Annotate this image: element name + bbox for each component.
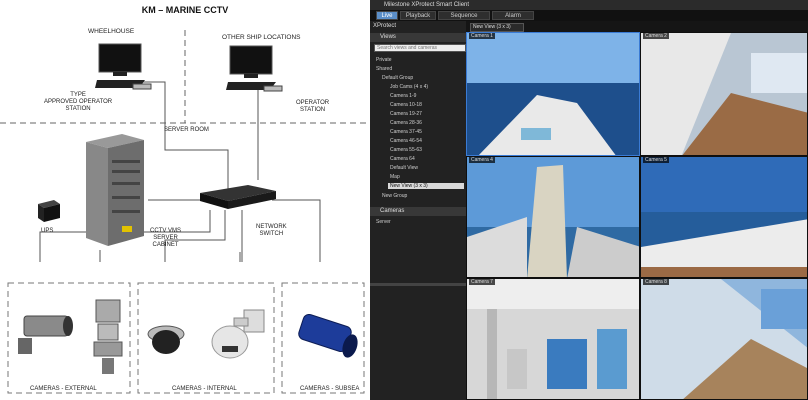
cameras-external-label: CAMERAS - EXTERNAL [30, 386, 97, 392]
tab-live[interactable]: Live [376, 11, 398, 20]
tree-item-view[interactable]: Camera 19-27 [390, 111, 422, 117]
tree-item-view[interactable]: Camera 1-9 [390, 93, 417, 99]
tree-item-view[interactable]: Camera 10-18 [390, 102, 422, 108]
diagram-lines [0, 30, 370, 394]
tree-item-shared[interactable]: Shared [376, 66, 393, 72]
wheelhouse-label: WHEELHOUSE [88, 28, 135, 35]
camera-tile[interactable]: Camera 1 [466, 32, 640, 156]
window-title: Milestone XProtect Smart Client [370, 0, 808, 10]
type-approved-label: TYPE APPROVED OPERATOR STATION [44, 92, 113, 112]
tree-item-view[interactable]: Default View [390, 165, 418, 171]
ups-icon [38, 200, 60, 222]
camera-2-feed [641, 33, 807, 155]
search-input[interactable] [374, 44, 466, 52]
tree-item-view[interactable]: Camera 46-54 [390, 138, 422, 144]
view-selector[interactable]: New View (3 x 3) [470, 23, 524, 32]
server-cabinet-label: CCTV VMS SERVER CABINET [150, 228, 182, 248]
operator-station-icon [226, 45, 283, 92]
ptz-camera-icon [93, 299, 123, 374]
other-ship-label: OTHER SHIP LOCATIONS [222, 34, 301, 41]
cameras-internal-label: CAMERAS - INTERNAL [172, 386, 237, 392]
operator-station-icon [95, 43, 152, 90]
camera-label: Camera 1 [469, 33, 495, 39]
camera-1-feed [467, 33, 639, 155]
camera-tile[interactable]: Camera 7 [466, 278, 640, 400]
tab-bar: Live Playback Sequence Explorer Alarm Ma… [370, 10, 808, 28]
splitter[interactable] [370, 283, 466, 286]
cameras-subsea-label: CAMERAS - SUBSEA [300, 386, 360, 392]
bullet-camera-icon [18, 315, 73, 354]
diagram-title: KM – MARINE CCTV [141, 5, 229, 15]
camera-tile[interactable]: Camera 4 [466, 156, 640, 278]
camera-7-feed [467, 279, 639, 399]
camera-label: Camera 4 [469, 157, 495, 163]
dome-camera-icon [147, 325, 185, 354]
tab-playback[interactable]: Playback [400, 11, 436, 20]
tree-item-view[interactable]: Camera 55-63 [390, 147, 422, 153]
camera-label: Camera 8 [643, 279, 669, 285]
tree-item-view[interactable]: Map [390, 174, 400, 180]
server-cabinet-icon [86, 134, 144, 246]
view-toolbar: New View (3 x 3) [466, 21, 808, 32]
tree-item-view[interactable]: Camera 37-45 [390, 129, 422, 135]
tree-item-server[interactable]: Server [376, 219, 391, 225]
sidebar-title: XProtect [373, 23, 397, 29]
ups-label: UPS [41, 228, 54, 234]
camera-label: Camera 5 [643, 157, 669, 163]
operator-station-label: OPERATOR STATION [296, 100, 330, 113]
ptz-dome-camera-icon [211, 309, 265, 359]
views-header[interactable]: Views [370, 33, 466, 42]
network-switch-icon [200, 185, 276, 209]
network-switch-label: NETWORK SWITCH [256, 224, 287, 237]
server-room-label: SERVER ROOM [164, 127, 209, 133]
camera-tile[interactable]: Camera 5 [640, 156, 808, 278]
tree-item-private[interactable]: Private [376, 57, 392, 63]
camera-tile[interactable]: Camera 8 [640, 278, 808, 400]
camera-label: Camera 2 [643, 33, 669, 39]
tree-item-view[interactable]: Job Cams (4 x 4) [390, 84, 429, 90]
tree-item-view[interactable]: Camera 64 [390, 156, 415, 162]
tree-item-new-group[interactable]: New Group [382, 193, 408, 199]
tab-sequence-explorer[interactable]: Sequence Explorer [438, 11, 490, 28]
tab-alarm-manager[interactable]: Alarm Manager [492, 11, 534, 28]
tree-item-view[interactable]: Camera 28-36 [390, 120, 422, 126]
views-sidebar: XProtect Views Private Shared Default Gr… [370, 21, 466, 400]
camera-8-feed [641, 279, 807, 399]
camera-tile[interactable]: Camera 2 [640, 32, 808, 156]
cameras-header[interactable]: Cameras [370, 207, 466, 216]
smart-client-window: Milestone XProtect Smart Client Live Pla… [370, 0, 808, 400]
tree-item-default-group[interactable]: Default Group [382, 75, 414, 81]
tree-item-selected[interactable]: New View (3 x 3) [388, 183, 464, 189]
camera-5-feed [641, 157, 807, 277]
camera-4-feed [467, 157, 639, 277]
subsea-camera-icon [298, 314, 358, 358]
marine-cctv-diagram: KM – MARINE CCTV WHEELHOUSE OTHER SHIP L… [0, 0, 370, 400]
camera-label: Camera 7 [469, 279, 495, 285]
